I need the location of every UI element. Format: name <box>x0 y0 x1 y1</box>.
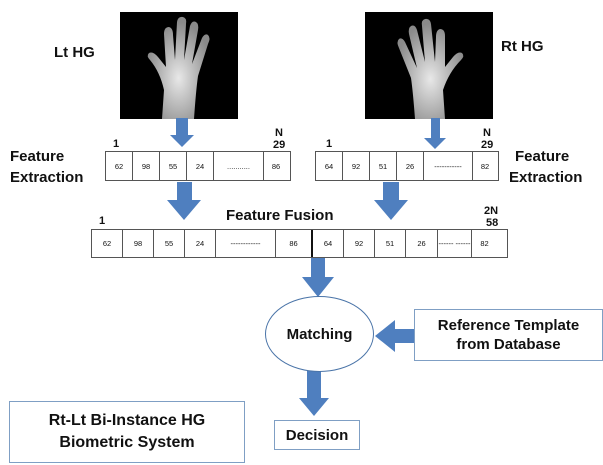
right-hand-label: Rt HG <box>501 38 544 55</box>
arrow-fusion-to-matching <box>302 257 334 297</box>
fusion-end-index-top: 2N <box>484 205 499 217</box>
right-vector-cell: 26 <box>397 152 424 180</box>
arrow-lhand-to-lvector <box>170 118 194 147</box>
fusion-feature-vector: 62 98 55 24 ------------ 86 64 92 51 26 … <box>91 229 508 258</box>
system-title-line2: Biometric System <box>59 434 195 451</box>
system-title-line1: Rt-Lt Bi-Instance HG <box>48 412 206 429</box>
fusion-vector-cell: ------------ <box>216 230 276 257</box>
fusion-vector-cell: 98 <box>123 230 154 257</box>
right-feature-label-line1: Feature <box>515 148 570 165</box>
arrow-matching-to-decision <box>299 371 329 416</box>
fusion-vector-cell: 26 <box>406 230 438 257</box>
right-hand-image <box>365 12 493 119</box>
fusion-vector-cell: 51 <box>375 230 406 257</box>
left-hand-label: Lt HG <box>54 44 95 61</box>
fusion-vector-cell: 92 <box>344 230 375 257</box>
arrow-reference-to-matching <box>375 320 414 352</box>
left-vector-cell: 55 <box>160 152 187 180</box>
decision-label: Decision <box>285 426 349 444</box>
fusion-vector-cell: 82 <box>480 239 489 248</box>
right-vector-cell: 51 <box>370 152 397 180</box>
right-vector-end-index-bottom: 29 <box>481 139 494 151</box>
fusion-vector-cell: 86 <box>276 230 313 257</box>
left-vector-cell: 62 <box>106 152 133 180</box>
right-vector-start-index: 1 <box>326 138 333 150</box>
left-vector-end-index-top: N <box>275 127 283 139</box>
fusion-vector-cell: 62 <box>92 230 123 257</box>
reference-line2: from Database <box>456 336 561 353</box>
reference-template-box: Reference Template from Database <box>414 309 603 361</box>
matching-node: Matching <box>265 296 374 372</box>
right-feature-label-line2: Extraction <box>509 169 583 186</box>
right-vector-cell: 92 <box>343 152 370 180</box>
left-vector-cell: ........... <box>214 152 264 180</box>
right-hand-icon <box>397 18 464 119</box>
fusion-vector-cell: ------ ------ <box>438 230 472 257</box>
left-vector-cell: 98 <box>133 152 160 180</box>
arrow-rhand-to-rvector <box>424 118 446 149</box>
right-vector-cell: 64 <box>316 152 343 180</box>
arrow-rvector-to-fusion <box>374 182 408 220</box>
left-vector-cell: 24 <box>187 152 214 180</box>
fusion-vector-cell: 24 <box>185 230 216 257</box>
matching-label: Matching <box>286 325 353 343</box>
left-vector-start-index: 1 <box>113 138 120 150</box>
decision-box: Decision <box>274 420 360 450</box>
right-vector-cell: ----------- <box>424 152 473 180</box>
arrow-lvector-to-fusion <box>167 182 201 220</box>
left-hand-icon <box>147 16 210 119</box>
right-vector-cell: 82 <box>480 161 490 171</box>
system-title-box: Rt-Lt Bi-Instance HG Biometric System <box>9 401 245 463</box>
right-feature-vector: 64 92 51 26 ----------- 82 <box>315 151 499 181</box>
left-feature-label-line1: Feature <box>10 148 65 165</box>
left-vector-end-index-bottom: 29 <box>273 139 286 151</box>
fusion-title: Feature Fusion <box>226 207 334 224</box>
left-feature-vector: 62 98 55 24 ........... 86 <box>105 151 291 181</box>
fusion-vector-cell: 55 <box>154 230 185 257</box>
reference-line1: Reference Template <box>437 317 580 334</box>
fusion-end-index-bottom: 58 <box>486 217 499 229</box>
left-feature-label-line2: Extraction <box>10 169 84 186</box>
left-hand-image <box>120 12 238 119</box>
fusion-start-index: 1 <box>99 215 106 227</box>
right-vector-end-index-top: N <box>483 127 491 139</box>
left-vector-cell: 86 <box>271 161 281 171</box>
fusion-vector-cell: 64 <box>313 230 344 257</box>
